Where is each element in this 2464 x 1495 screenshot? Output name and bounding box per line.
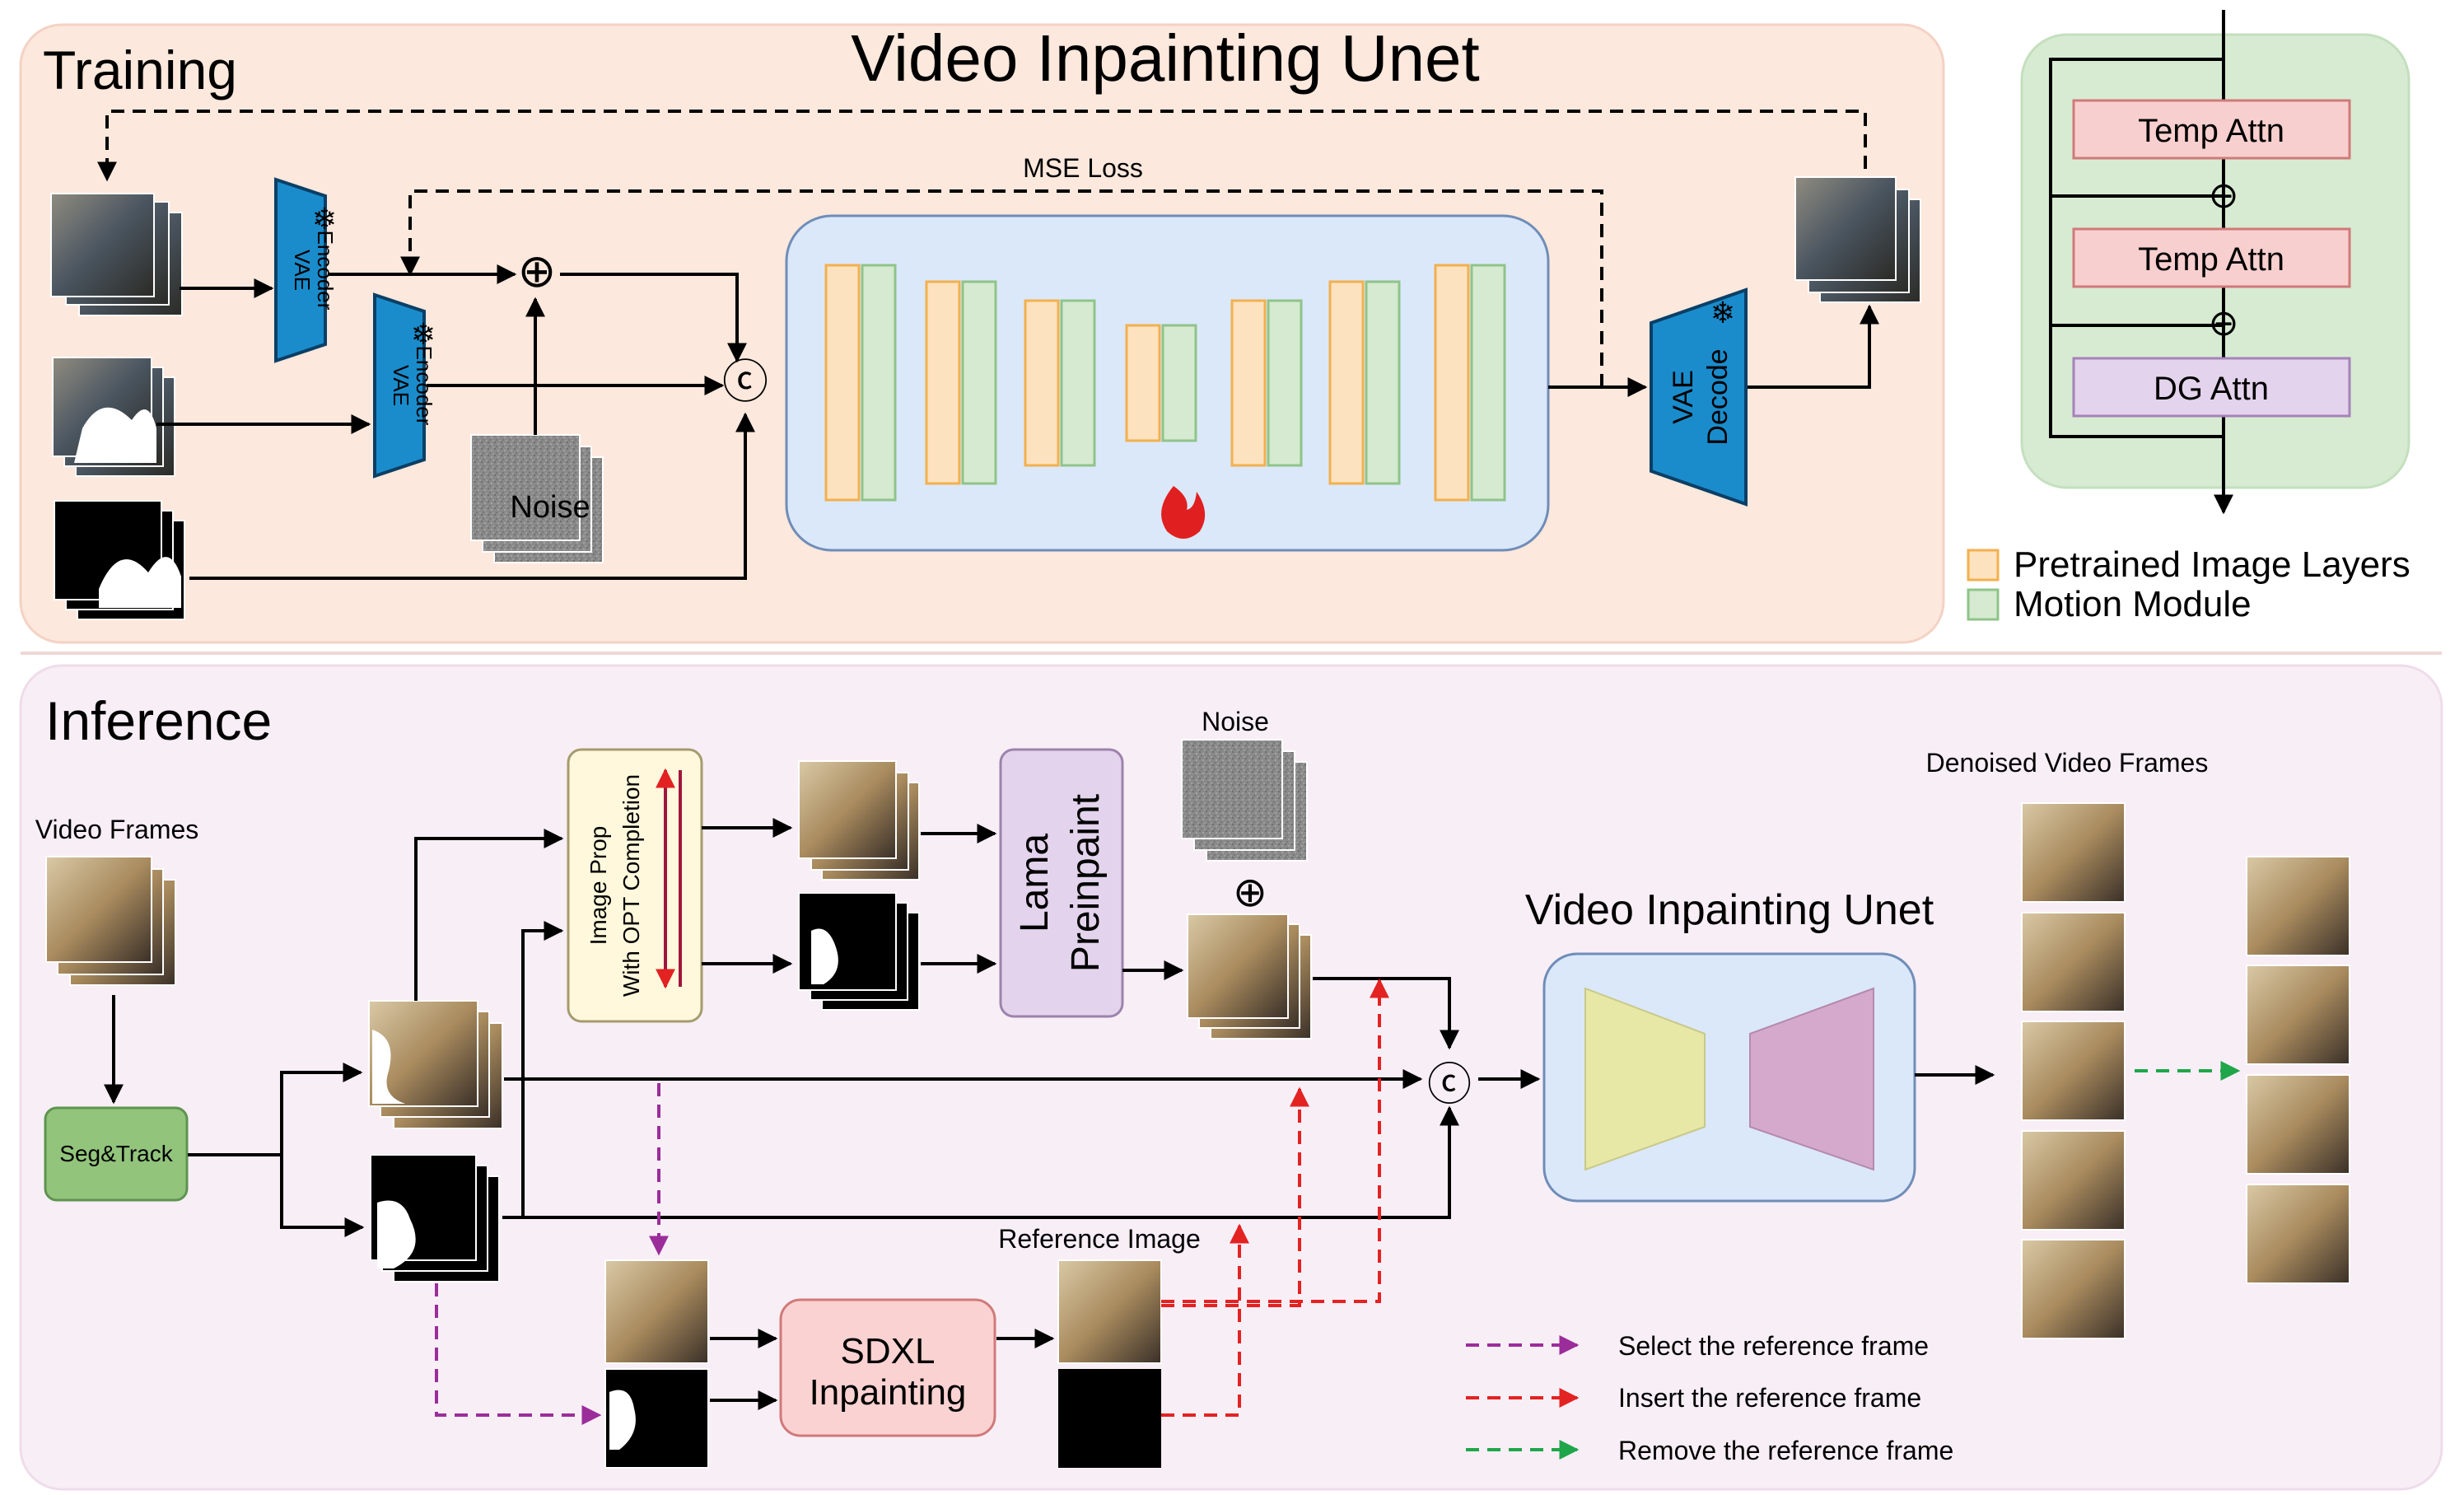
denoised-frames-label: Denoised Video Frames [1926, 748, 2209, 778]
motion-add-symbol-2: ⊕ [2209, 303, 2239, 343]
lama-box [999, 748, 1124, 1018]
propagated-masks [798, 892, 920, 1011]
training-input-frames [50, 193, 183, 316]
select-reference-arrows [435, 1083, 669, 1425]
dg-attn-label: DG Attn [2154, 371, 2269, 407]
vae-encoder-1-label-b: Encoder [313, 231, 338, 311]
temp-attn-label-1: Temp Attn [2138, 113, 2284, 149]
motion-add-symbol-1: ⊕ [2209, 175, 2239, 216]
training-unet-box [785, 214, 1550, 552]
seg-track-label: Seg&Track [59, 1141, 173, 1166]
motion-module-panel: Temp Attn ⊕ Temp Attn ⊕ DG Attn [2020, 10, 2410, 515]
denoised-frames-with-reference [2021, 802, 2126, 1339]
lama-label-a: Lama [1013, 834, 1057, 932]
seg-track-box [44, 1106, 189, 1202]
legend-label-pretrained: Pretrained Image Layers [2014, 544, 2410, 585]
training-noise-label: Noise [510, 490, 590, 525]
training-concat-symbol: ⓒ [722, 356, 768, 408]
inference-concat-symbol: ⓒ [1427, 1060, 1472, 1110]
inference-unet-title: Video Inpainting Unet [1525, 886, 1934, 934]
unet-layer-columns [824, 264, 1506, 502]
training-output-frames [1794, 176, 1921, 303]
reference-mask [1058, 1369, 1161, 1468]
layer-legend: Pretrained Image Layers Motion Module [1967, 544, 2410, 624]
inference-panel: Inference Video Frames Seg&Track Image P… [19, 664, 2443, 1491]
vae-encoder-1: VAE Encoder ❄ [274, 177, 338, 363]
legend-label-insert: Insert the reference frame [1618, 1383, 1921, 1413]
flame-icon [1161, 486, 1206, 539]
sdxl-label-b: Inpainting [810, 1372, 967, 1413]
inference-arrows [104, 818, 1995, 1410]
propagated-frames [798, 760, 920, 881]
training-title: Training [43, 40, 237, 100]
snowflake-icon: ❄ [312, 202, 337, 236]
image-prop-label-a: Image Prop [586, 826, 611, 946]
reference-image-label: Reference Image [998, 1224, 1200, 1254]
inference-unet-box [1542, 952, 1916, 1203]
dg-attn-block [2072, 357, 2351, 418]
reference-image [1057, 1259, 1162, 1364]
legend-swatch-motion [1967, 588, 2000, 621]
inference-add-symbol: ⊕ [1233, 869, 1267, 915]
snowflake-icon: ❄ [411, 317, 436, 351]
video-frames-label: Video Frames [35, 815, 199, 844]
vae-decoder: VAE Decode ❄ [1650, 287, 1748, 507]
vae-encoder-1-label-a: VAE [290, 250, 315, 291]
unet-decoder-shape [1749, 987, 1874, 1171]
training-panel: Training Video Inpainting Unet VAE Encod… [19, 21, 1945, 644]
training-unet-title: Video Inpainting Unet [851, 21, 1480, 95]
lama-label-b: Preinpaint [1064, 794, 1108, 972]
arrow-legend: Select the reference frame Insert the re… [1466, 1331, 1953, 1465]
mse-loss-label: MSE Loss [1023, 153, 1143, 183]
training-add-symbol: ⊕ [518, 245, 557, 297]
legend-swatch-pretrained [1967, 549, 2000, 582]
inference-mask-frames [370, 1154, 500, 1282]
legend-label-select: Select the reference frame [1618, 1331, 1929, 1361]
inference-noise-label: Noise [1202, 707, 1269, 736]
inference-noise [1181, 739, 1308, 862]
preinpainted-frames [1187, 913, 1312, 1039]
temp-attn-block-2 [2072, 227, 2351, 288]
video-frames-stack [45, 856, 176, 986]
inference-masked-frames [368, 1000, 503, 1129]
training-masked-frames [52, 357, 175, 477]
vae-decoder-label-a: VAE [1668, 370, 1699, 424]
inference-title: Inference [45, 690, 272, 751]
vae-decoder-label-b: Decode [1702, 348, 1734, 445]
legend-label-remove: Remove the reference frame [1618, 1436, 1953, 1465]
denoised-frames-final [2246, 856, 2350, 1284]
training-arrows [97, 110, 1879, 580]
training-mask-frames [54, 500, 185, 620]
selected-reference-frame [604, 1259, 709, 1364]
unet-encoder-shape [1584, 987, 1706, 1171]
snowflake-icon: ❄ [1710, 296, 1735, 329]
image-prop-label-b: With OPT Completion [618, 774, 644, 997]
training-noise: Noise [470, 434, 604, 563]
sdxl-box [779, 1298, 996, 1437]
temp-attn-block-1 [2072, 99, 2351, 160]
legend-label-motion: Motion Module [2014, 584, 2252, 624]
temp-attn-label-2: Temp Attn [2138, 241, 2284, 278]
sdxl-label-a: SDXL [841, 1331, 936, 1371]
insert-reference-arrows [1161, 978, 1389, 1417]
selected-reference-mask [604, 1368, 709, 1469]
vae-encoder-2-label-a: VAE [389, 365, 413, 406]
